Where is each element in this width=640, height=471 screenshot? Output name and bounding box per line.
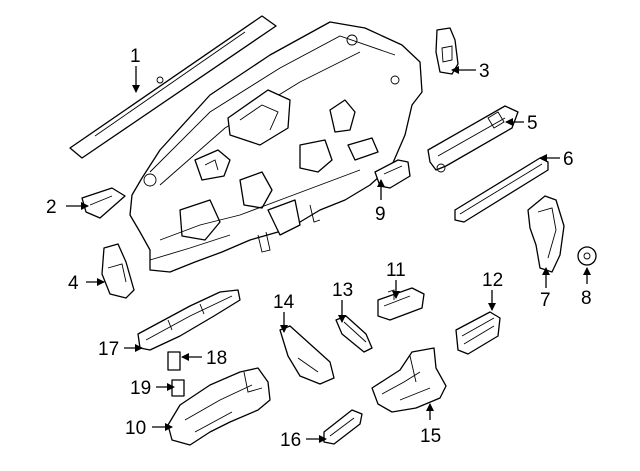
callout-labels: 1 2 3 4 5 6 7 8 9 10 11 12 13 14 15 16 1… — [46, 46, 592, 451]
part-12-switch-module — [455, 311, 501, 355]
part-1-defroster-panel — [69, 15, 277, 159]
part-2-cover — [81, 187, 126, 219]
callout-8: 8 — [581, 288, 592, 309]
part-13-bracket — [335, 315, 373, 353]
callout-6: 6 — [563, 149, 574, 170]
callout-17: 17 — [98, 339, 119, 360]
callout-7: 7 — [540, 290, 551, 311]
callout-13: 13 — [332, 280, 353, 301]
callout-14: 14 — [273, 292, 295, 313]
part-17-lower-trim — [137, 289, 241, 351]
part-19-plate — [171, 379, 185, 397]
callout-4: 4 — [68, 273, 79, 294]
instrument-panel-assembly — [129, 21, 423, 273]
part-15-console-bracket — [371, 347, 447, 413]
part-11-switch — [377, 287, 425, 321]
part-7-side-bracket — [527, 195, 565, 273]
callout-18: 18 — [206, 348, 227, 369]
callout-3: 3 — [479, 61, 490, 82]
part-3-bracket — [435, 27, 459, 75]
part-4-bracket — [101, 243, 135, 299]
callout-19: 19 — [130, 378, 151, 399]
callout-12: 12 — [482, 270, 503, 291]
callout-16: 16 — [280, 430, 301, 451]
part-14-knee-panel — [279, 325, 335, 385]
callout-9: 9 — [375, 204, 386, 225]
callout-5: 5 — [527, 113, 538, 134]
part-10-lower-bracket — [167, 367, 271, 446]
callout-15: 15 — [420, 426, 441, 447]
callout-2: 2 — [46, 197, 57, 218]
part-18-plate — [167, 351, 181, 371]
leader-lines — [66, 66, 591, 443]
callout-11: 11 — [386, 260, 406, 281]
part-16-small-bracket — [323, 409, 363, 445]
callout-10: 10 — [125, 418, 146, 439]
callout-1: 1 — [130, 46, 141, 67]
part-8-clip — [577, 246, 597, 266]
part-5-glove-box-door — [427, 105, 519, 173]
